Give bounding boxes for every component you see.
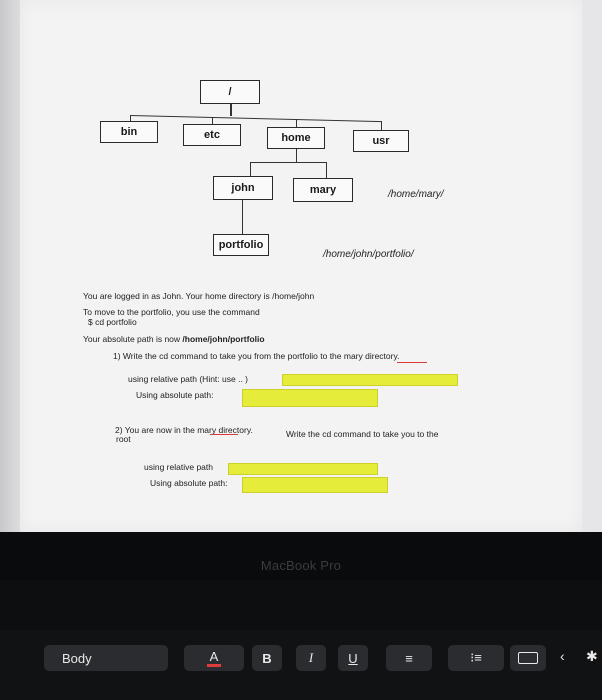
john-dir-label: john [231, 182, 255, 194]
root-dir-label: / [228, 86, 232, 98]
laptop-lower-bezel [0, 532, 602, 580]
tree-connector [296, 119, 298, 127]
mary-path-label: /home/mary/ [388, 189, 444, 200]
tree-connector [296, 149, 298, 163]
home-dir-label: home [281, 132, 311, 144]
tree-connector [326, 162, 328, 178]
font-color-button[interactable]: A [184, 645, 244, 671]
keyboard-button[interactable] [510, 645, 546, 671]
q2-relative-label: using relative path [144, 462, 213, 472]
usr-dir-box: usr [353, 130, 409, 152]
q2-absolute-label: Using absolute path: [150, 478, 228, 488]
document-page: / bin etc home usr john mary /home/mar [20, 0, 582, 532]
portfolio-dir-box: portfolio [213, 234, 269, 256]
keyboard-icon [518, 652, 538, 664]
tree-connector [212, 117, 214, 124]
root-dir-box: / [200, 80, 260, 104]
q1-relative-answer-highlight[interactable] [282, 374, 458, 386]
portfolio-dir-label: portfolio [218, 239, 264, 251]
john-dir-box: john [213, 176, 273, 200]
paragraph-style-label: Body [62, 650, 92, 666]
mary-dir-box: mary [293, 178, 353, 202]
brand-label: MacBook Pro [260, 558, 342, 573]
back-icon[interactable]: ‹ [560, 648, 565, 664]
spellcheck-underline [397, 362, 427, 363]
tree-connector [130, 115, 132, 121]
tree-connector [129, 115, 382, 123]
intro-line: You are logged in as John. Your home dir… [83, 291, 315, 301]
italic-icon: I [308, 650, 314, 665]
question-2-part-a: 2) You are now in the mary directory. [115, 425, 253, 435]
q1-absolute-label: Using absolute path: [136, 390, 214, 400]
paragraph-style-button[interactable]: Body [44, 645, 168, 671]
underline-button[interactable]: U [338, 645, 368, 671]
bin-dir-box: bin [100, 121, 158, 143]
etc-dir-box: etc [183, 124, 241, 146]
home-dir-box: home [267, 127, 325, 149]
q1-absolute-answer-highlight[interactable] [242, 389, 378, 407]
instruction-line: To move to the portfolio, you use the co… [83, 307, 260, 317]
q2-absolute-answer-highlight[interactable] [242, 477, 388, 493]
bin-dir-label: bin [120, 126, 138, 138]
portfolio-path-label: /home/john/portfolio/ [323, 249, 414, 260]
command-line: $ cd portfolio [88, 317, 137, 327]
absolute-path-prefix: Your absolute path is now [83, 334, 183, 344]
underline-icon: U [348, 650, 358, 666]
question-2-part-c: root [116, 434, 131, 444]
absolute-path-value: /home/john/portfolio [182, 334, 265, 344]
italic-button[interactable]: I [296, 645, 326, 671]
brightness-icon[interactable]: ✱ [586, 648, 598, 664]
tree-connector [230, 104, 232, 116]
question-2-part-b: Write the cd command to take you to the [286, 429, 439, 439]
question-1: 1) Write the cd command to take you from… [113, 351, 400, 361]
q2-relative-answer-highlight[interactable] [228, 463, 378, 475]
bold-icon: B [262, 650, 272, 666]
tree-connector [250, 162, 327, 164]
font-color-icon: A [206, 649, 222, 667]
tree-connector [242, 200, 244, 234]
align-button[interactable]: ≡ [386, 645, 432, 671]
usr-dir-label: usr [372, 135, 390, 147]
mary-dir-label: mary [309, 184, 337, 196]
spellcheck-underline [210, 434, 238, 435]
etc-dir-label: etc [204, 129, 220, 141]
absolute-path-line: Your absolute path is now /home/john/por… [83, 334, 265, 344]
align-icon: ≡ [405, 650, 413, 666]
tree-connector [250, 162, 252, 176]
bold-button[interactable]: B [252, 645, 282, 671]
q1-relative-label: using relative path (Hint: use .. ) [128, 374, 249, 384]
list-icon: ⁝≡ [470, 650, 482, 665]
tree-connector [381, 121, 383, 130]
list-button[interactable]: ⁝≡ [448, 645, 504, 671]
